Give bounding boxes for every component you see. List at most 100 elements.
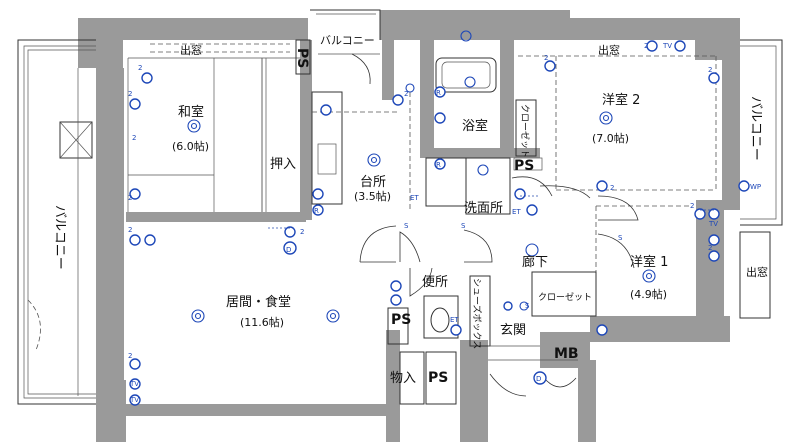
outlet-toilet <box>390 280 402 292</box>
svg-text:TV: TV <box>129 380 139 388</box>
outlet-kitchen-top <box>392 94 404 106</box>
demado-right-box <box>739 231 771 319</box>
svg-text:S: S <box>461 222 466 230</box>
svg-text:TV: TV <box>129 396 139 404</box>
outlet-washitsu-top <box>141 72 153 84</box>
room-senmenjo-name: 洗面所 <box>464 201 503 216</box>
outlet-toilet-2 <box>390 294 402 306</box>
outlet-kitchen-range <box>312 188 324 200</box>
kitchen-counter <box>311 91 343 205</box>
light-washroom <box>477 164 489 176</box>
light-bath <box>464 76 476 88</box>
room-daidokoro-name: 台所 <box>360 175 386 190</box>
outlet-toilet-et <box>450 324 462 336</box>
outlets <box>129 40 750 406</box>
ps-left-box <box>387 307 409 345</box>
svg-text:2: 2 <box>128 226 132 234</box>
ps-mid-label: PS <box>514 158 534 174</box>
svg-text:TV: TV <box>708 220 718 228</box>
switch-d-living <box>283 241 297 255</box>
svg-text:R: R <box>436 161 441 169</box>
svg-text:2: 2 <box>300 228 304 236</box>
outlet-washitsu-bottom <box>129 188 141 200</box>
outlet-living-tv <box>129 378 141 390</box>
room-youshitsu2-area: (7.0帖) <box>592 132 629 145</box>
ps-mid-box <box>513 157 543 171</box>
svg-text:ET: ET <box>450 316 459 324</box>
monoire-box <box>399 351 425 405</box>
light-youshitsu1 <box>642 269 656 283</box>
balcony-left-label: バルコニー <box>52 205 67 270</box>
wall-top-left <box>78 18 308 40</box>
svg-text:2: 2 <box>128 90 132 98</box>
wall-left-top <box>78 18 123 68</box>
room-shoebox-name: シューズボックス <box>471 278 483 349</box>
svg-text:2: 2 <box>708 66 712 74</box>
svg-text:ET: ET <box>410 194 419 202</box>
outlet-youshitsu2-bottom <box>596 180 608 192</box>
wall-bottom-living <box>126 404 386 416</box>
light-living-right <box>326 309 340 323</box>
wall-washitsu-bottom <box>126 212 306 222</box>
wall-bath-left <box>420 40 434 152</box>
room-genkan-name: 玄関 <box>500 323 526 338</box>
svg-text:TV: TV <box>662 42 672 50</box>
outlet-balcony-wp <box>738 180 750 192</box>
outlet-bath <box>434 112 446 124</box>
svg-text:S: S <box>618 234 623 242</box>
mb-label: MB <box>554 346 579 362</box>
outlet-youshitsu1-right-2 <box>708 250 720 262</box>
other-labels: 出窓 出窓 出窓 PS PS PS PS MB <box>180 43 768 386</box>
room-benjo-name: 便所 <box>422 275 448 290</box>
light-balcony <box>460 30 472 42</box>
balcony-left <box>17 39 96 405</box>
room-monoire-name: 物入 <box>390 371 416 386</box>
outlet-genkan <box>503 301 513 311</box>
svg-text:R: R <box>314 207 319 215</box>
light-kitchen-2 <box>405 83 415 93</box>
switch-d-genkan <box>533 371 547 385</box>
wall-bottom-youshitsu1 <box>590 316 730 342</box>
balcony-top <box>310 9 381 85</box>
wall-oshiire-right <box>300 40 312 220</box>
room-yokushitsu-name: 浴室 <box>462 118 488 134</box>
kitchen-sink <box>317 143 337 175</box>
interior-lines <box>127 39 771 405</box>
wash-basin-area <box>425 157 467 207</box>
outlet-living-intercom <box>284 226 296 238</box>
outlet-youshitsu2-tv <box>674 40 686 52</box>
room-rouka-name: 廊下 <box>522 254 548 270</box>
light-washitsu <box>187 119 201 133</box>
outlet-living-tv2 <box>129 394 141 406</box>
outlet-washbasin-r <box>434 158 446 170</box>
svg-text:2: 2 <box>128 352 132 360</box>
svg-text:2: 2 <box>128 194 132 202</box>
room-living-area: (11.6帖) <box>240 316 284 329</box>
outlet-washitsu-left <box>129 98 141 110</box>
balcony-right <box>740 39 783 226</box>
wall-top-mid <box>380 10 570 40</box>
light-kitchen <box>367 153 381 167</box>
room-oshiire-name: 押入 <box>270 157 296 172</box>
svg-text:2: 2 <box>138 64 142 72</box>
svg-text:2: 2 <box>544 54 548 62</box>
wall-bath-right <box>500 40 514 158</box>
doors <box>359 176 639 397</box>
outlet-living-top-2 <box>144 234 156 246</box>
room-youshitsu2-name: 洋室 2 <box>602 92 640 108</box>
svg-text:WP: WP <box>750 183 761 191</box>
washroom-area <box>465 157 511 215</box>
wall-left-bottom <box>96 380 126 442</box>
outlet-youshitsu1-right <box>708 234 720 246</box>
room-youshitsu1-area: (4.9帖) <box>630 288 667 301</box>
bath-closet <box>515 99 537 157</box>
demado-top-right-label: 出窓 <box>598 43 620 57</box>
outlet-youshitsu1-bottom <box>596 324 608 336</box>
outlet-washroom-et <box>526 204 538 216</box>
outlet-youshitsu2-right <box>708 72 720 84</box>
outlet-bath-r <box>434 86 446 98</box>
wall-right-youshitsu2 <box>722 40 740 210</box>
outlet-living-top <box>129 234 141 246</box>
svg-text:S: S <box>525 302 530 310</box>
